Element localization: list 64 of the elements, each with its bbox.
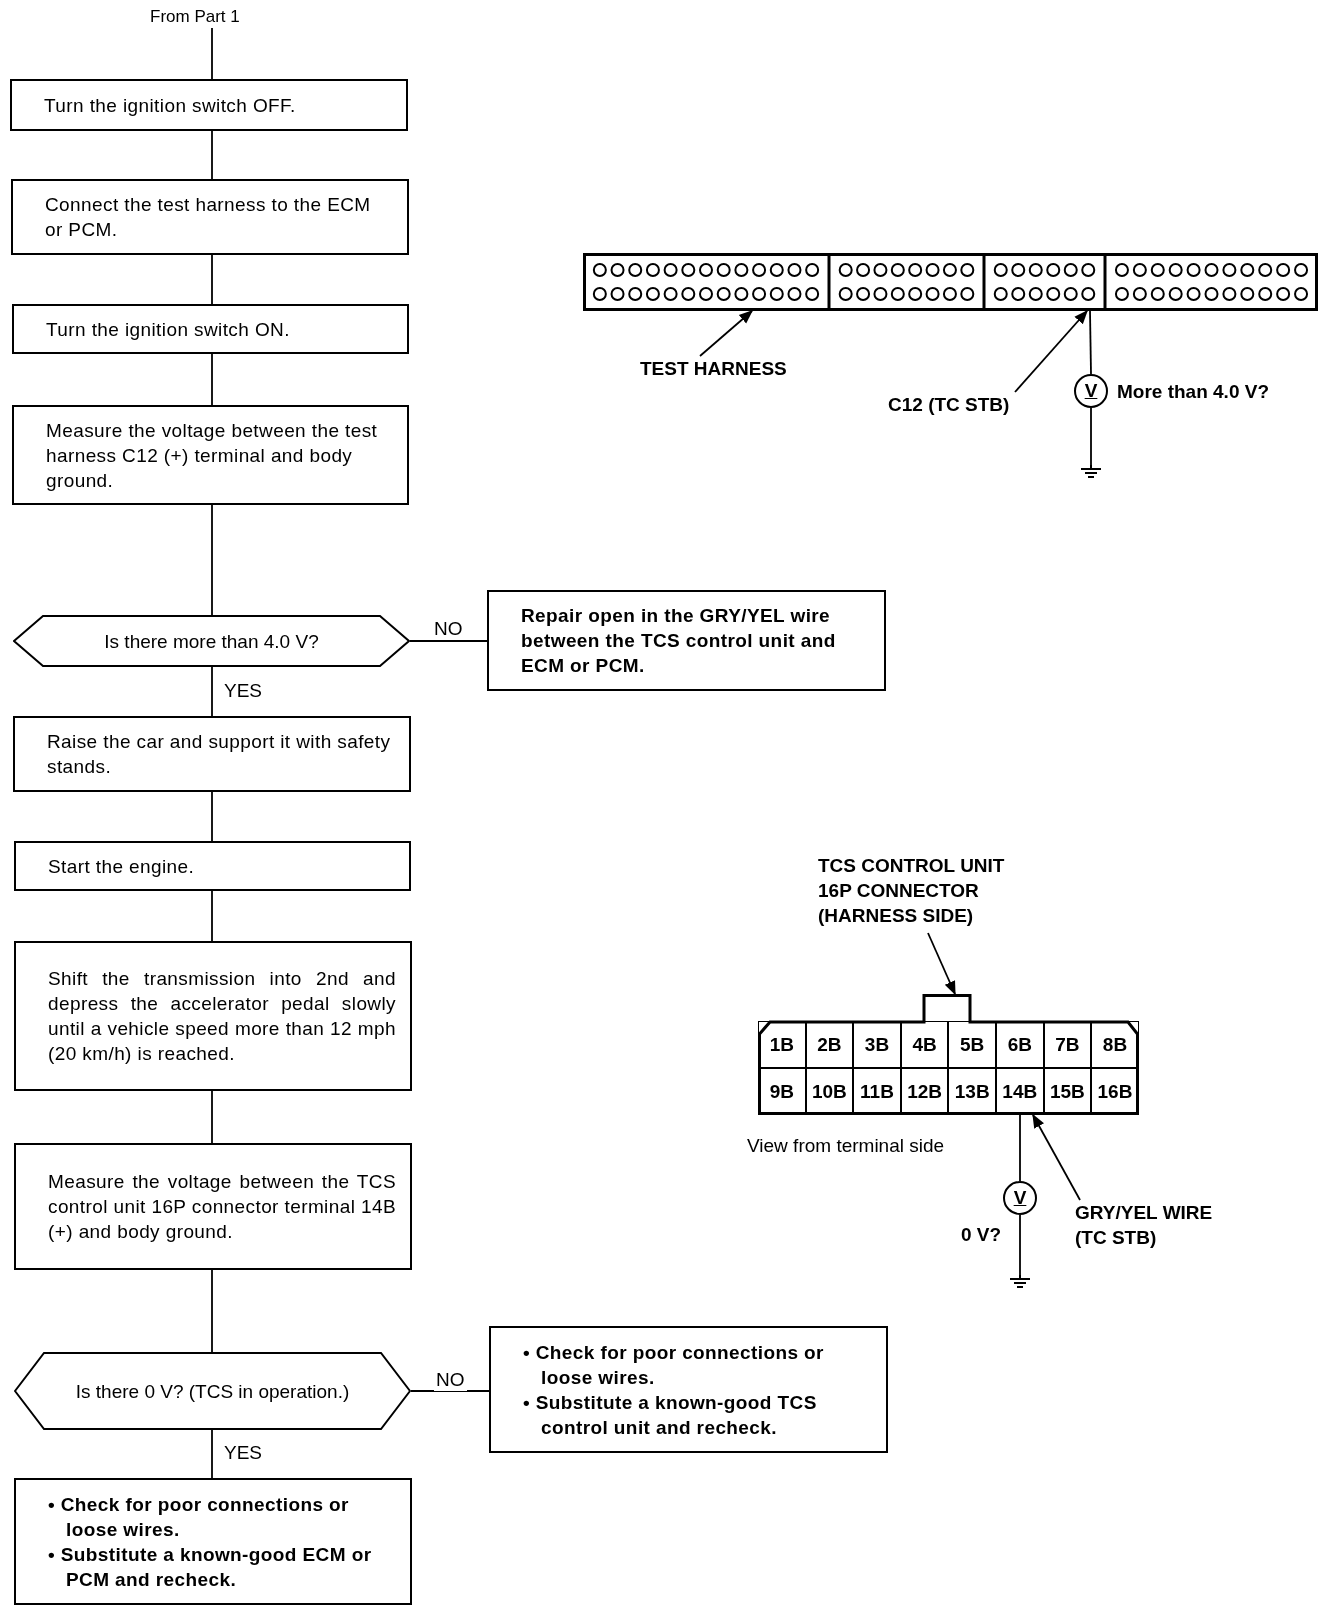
decision-hexagon: Is there 0 V? (TCS in operation.)	[14, 1352, 411, 1430]
terminal-cell: 14B	[996, 1068, 1044, 1115]
terminal-cell: 7B	[1043, 1021, 1092, 1068]
terminal-cell: 8B	[1091, 1021, 1139, 1068]
terminal-cell: 1B	[758, 1021, 806, 1068]
terminal-cell: 13B	[948, 1068, 996, 1115]
terminal-cell: 6B	[996, 1021, 1044, 1068]
probe-wire	[1089, 310, 1092, 375]
terminal-cell: 11B	[853, 1068, 901, 1115]
leader-line	[1032, 1113, 1081, 1201]
terminal-cell: 3B	[853, 1021, 901, 1068]
terminal-cell: 4B	[900, 1021, 949, 1068]
connector-line	[211, 254, 213, 305]
process-box: Measure the voltage between the test harness C12 (+) terminal and body ground.	[12, 405, 409, 505]
connector-line	[211, 1090, 213, 1144]
leader-line	[699, 310, 754, 357]
terminal-cell: 16B	[1091, 1068, 1139, 1115]
decision-hexagon: Is there more than 4.0 V?	[13, 615, 410, 667]
result-box: • Check for poor connections or loose wires. • Substitute a known-good TCS control unit and recheck.	[489, 1326, 888, 1453]
process-box: Turn the ignition switch OFF.	[10, 79, 408, 131]
connector-line	[211, 890, 213, 942]
process-box: Start the engine.	[14, 841, 411, 891]
connector-line	[410, 1390, 490, 1392]
harness-connector	[583, 253, 1318, 311]
process-box: Measure the voltage between the TCS control unit 16P connector terminal 14B (+) and body ground.	[14, 1143, 412, 1270]
terminal-cell: 2B	[805, 1021, 854, 1068]
terminal-cell: 10B	[805, 1068, 854, 1115]
terminal-cell: 9B	[758, 1068, 806, 1115]
voltmeter-symbol: V	[1003, 1181, 1037, 1215]
start-text: From Part 1	[150, 4, 280, 28]
leader-line	[1014, 309, 1088, 393]
connector-line	[211, 353, 213, 406]
process-box: Connect the test harness to the ECM or PCM.	[11, 179, 409, 255]
terminal-cell: 12B	[900, 1068, 949, 1115]
result-box: • Check for poor connections or loose wires. • Substitute a known-good ECM or PCM and recheck.	[14, 1478, 412, 1605]
voltmeter-symbol: V	[1074, 374, 1108, 408]
result-box: Repair open in the GRY/YEL wire between the TCS control unit and ECM or PCM.	[487, 590, 886, 691]
connector-housing	[758, 994, 1139, 1115]
part-label: C12 (TC STB)	[888, 392, 1048, 417]
connector-line	[211, 1429, 213, 1479]
connector-line	[211, 130, 213, 180]
part-label: TEST HARNESS	[640, 356, 815, 381]
process-box: Turn the ignition switch ON.	[12, 304, 409, 354]
connector-line	[211, 791, 213, 842]
leader-line	[927, 932, 956, 996]
connector-line	[211, 27, 213, 80]
terminal-cell: 15B	[1043, 1068, 1092, 1115]
terminal-cell: 5B	[948, 1021, 996, 1068]
connector-label: TCS CONTROL UNIT 16P CONNECTOR (HARNESS SIDE)	[818, 853, 1018, 933]
connector-line	[211, 1269, 213, 1353]
view-caption: View from terminal side	[747, 1134, 945, 1158]
connector-line	[409, 640, 488, 642]
connector-line	[211, 504, 213, 616]
measurement-text: More than 4.0 V?	[1117, 380, 1270, 404]
ground-symbol	[1079, 465, 1103, 479]
ground-symbol	[1008, 1275, 1032, 1289]
connector-line	[211, 666, 213, 717]
process-box: Raise the car and support it with safety stands.	[13, 716, 411, 792]
wire-label: GRY/YEL WIRE (TC STB)	[1075, 1200, 1225, 1252]
probe-wire	[1019, 1214, 1021, 1276]
probe-wire	[1090, 407, 1092, 466]
process-box: Shift the transmission into 2nd and depress the accelerator pedal slowly until a vehicle speed more than 12 mph (20 km/h) is reached.	[14, 941, 412, 1091]
measurement-text: 0 V?	[961, 1223, 1002, 1247]
probe-wire	[1019, 1114, 1021, 1182]
